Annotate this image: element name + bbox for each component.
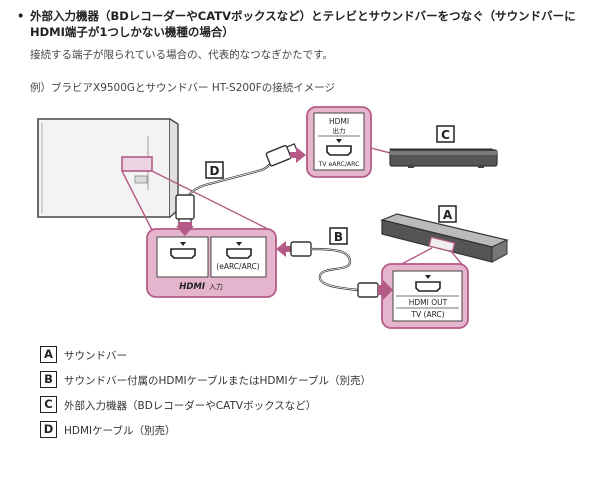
- legend-key-d: D: [40, 421, 57, 438]
- legend-key-b: B: [40, 371, 57, 388]
- cable-b-plug-left: [290, 241, 312, 257]
- source-hdmi-panel: HDMI 出力 TV eARC/ARC: [306, 106, 372, 178]
- arrow-down-icon: [176, 226, 194, 236]
- soundbar: [380, 213, 509, 263]
- source-hdmi-port: [326, 145, 352, 156]
- tv-callout-line-1: [121, 170, 154, 233]
- cable-b-plug-right: [357, 282, 379, 298]
- section-heading: • 外部入力機器（BDレコーダーやCATVボックスなど）とテレビとサウンドバーを…: [17, 8, 584, 40]
- arrow-right-icon-2: [383, 280, 393, 300]
- soundbar-port-label-bottom: TV (ARC): [410, 310, 444, 319]
- port-triangle-1: [180, 242, 186, 246]
- source-port-title-2: 出力: [333, 126, 346, 135]
- legend-item-a: A サウンドバー: [40, 346, 560, 366]
- hdmi-logo: HDMI: [179, 282, 205, 292]
- legend-text-b: サウンドバー付属のHDMIケーブルまたはHDMIケーブル（別売）: [64, 375, 372, 387]
- source-device: [388, 148, 499, 168]
- soundbar-hdmi-panel: HDMI OUT TV (ARC): [381, 263, 469, 329]
- section-title: 外部入力機器（BDレコーダーやCATVボックスなど）とテレビとサウンドバーをつな…: [30, 9, 576, 39]
- earc-port-label: (eARC/ARC): [216, 262, 259, 271]
- legend-key-c: C: [40, 396, 57, 413]
- legend-item-b: B サウンドバー付属のHDMIケーブルまたはHDMIケーブル（別売）: [40, 371, 560, 391]
- legend-text-a: サウンドバー: [64, 350, 127, 362]
- cable-d-plug-bottom: [175, 194, 195, 220]
- legend-item-c: C 外部入力機器（BDレコーダーやCATVボックスなど）: [40, 396, 560, 416]
- tv-side-bevel: [169, 118, 179, 218]
- tv-callout-line-2: [151, 170, 275, 233]
- source-port-label: TV eARC/ARC: [318, 161, 360, 168]
- arrow-right-icon: [296, 147, 306, 163]
- tv-port-highlight: [121, 156, 153, 172]
- tv-hdmi-panel: (eARC/ARC) HDMI 入力: [146, 228, 277, 298]
- soundbar-hdmi-port: [415, 281, 441, 292]
- cable-b: [276, 241, 393, 300]
- input-label: 入力: [209, 282, 223, 291]
- legend-text-c: 外部入力機器（BDレコーダーやCATVボックスなど）: [64, 400, 317, 412]
- svg-text:C: C: [441, 128, 450, 142]
- connection-diagram: (eARC/ARC) HDMI 入力 HDMI 出力 TV eARC/ARC: [37, 106, 509, 329]
- arrow-left-icon: [276, 241, 286, 257]
- callout-d: D: [205, 161, 224, 179]
- soundbar-port-label-top: HDMI OUT: [409, 298, 448, 307]
- legend-item-d: D HDMIケーブル（別売）: [40, 421, 560, 441]
- callout-a: A: [438, 205, 457, 223]
- cable-d: [175, 143, 306, 236]
- svg-text:D: D: [210, 164, 220, 178]
- example-caption: 例）ブラビアX9500Gとサウンドバー HT-S200Fの接続イメージ: [30, 82, 336, 94]
- hdmi-port-2: [226, 248, 252, 259]
- svg-text:A: A: [443, 208, 453, 222]
- callout-b: B: [329, 227, 348, 245]
- intro-text: 接続する端子が限られている場合の、代表的なつなぎかたです。: [30, 49, 334, 61]
- legend-key-a: A: [40, 346, 57, 363]
- svg-text:B: B: [334, 230, 343, 244]
- port-triangle-2: [236, 242, 242, 246]
- hdmi-port-1: [170, 248, 196, 259]
- callout-c: C: [436, 125, 455, 143]
- legend-text-d: HDMIケーブル（別売）: [64, 425, 176, 437]
- tv-illustration: [37, 118, 179, 218]
- bullet-mark: •: [17, 9, 25, 23]
- source-port-title-1: HDMI: [329, 117, 349, 126]
